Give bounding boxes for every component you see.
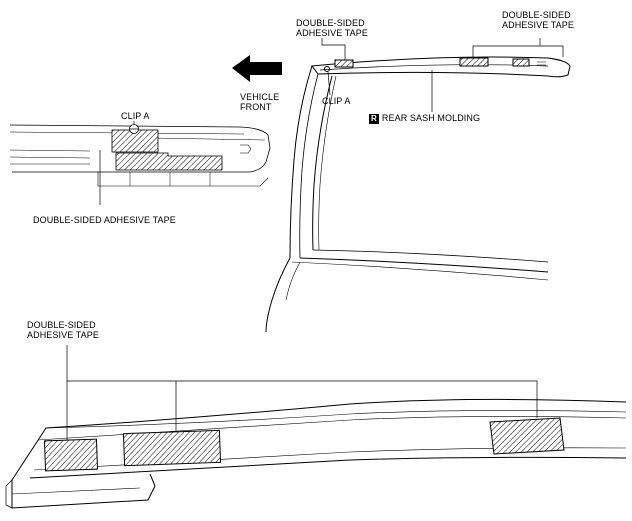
vehicle-rear-window-view [265, 38, 571, 333]
clip-a-detail-view [9, 121, 271, 205]
vehicle-front-arrow-icon [232, 55, 282, 82]
clip-a-detail-label: CLIP A [121, 111, 150, 121]
clip-a-main-label: CLIP A [322, 96, 351, 106]
molding-enlarged-view [5, 345, 627, 509]
detail-tape-label: DOUBLE-SIDED ADHESIVE TAPE [33, 215, 176, 225]
r-badge: R [369, 114, 379, 124]
